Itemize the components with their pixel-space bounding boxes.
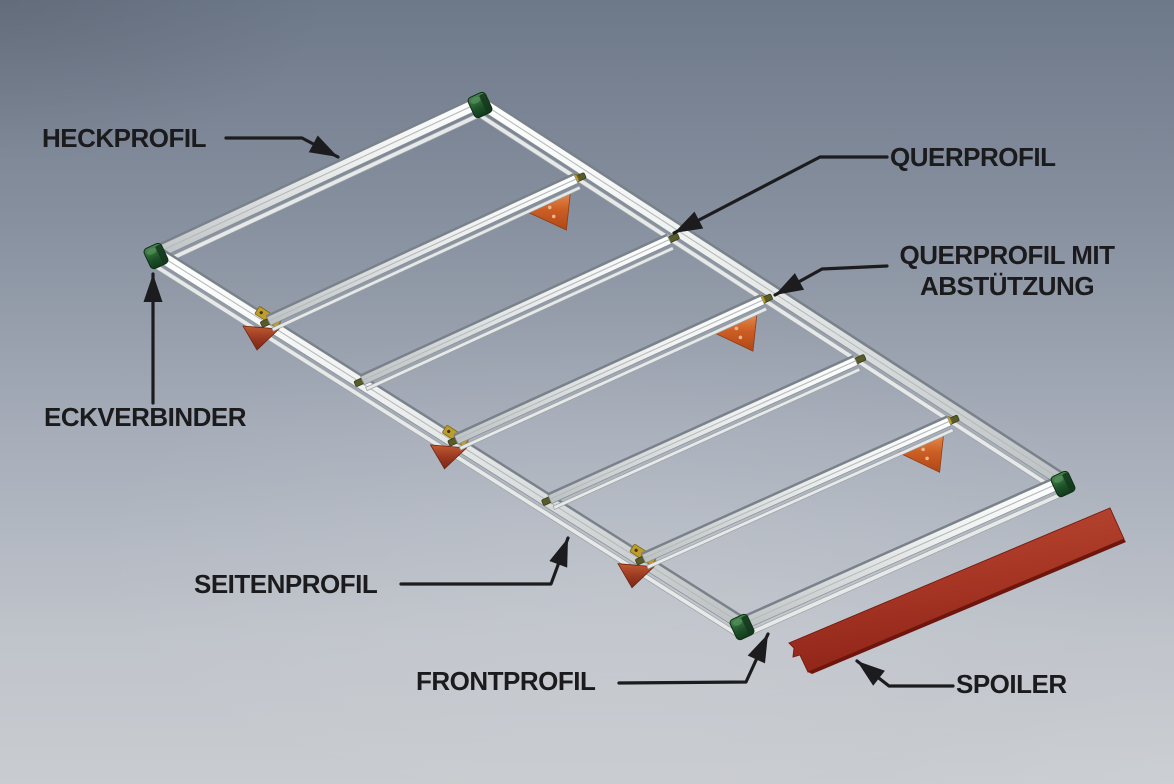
rail-bottom-edge: [359, 233, 668, 377]
leader-heckprofil: [224, 135, 340, 159]
leader-seitenprofil: [399, 536, 570, 586]
rail-bottom-edge: [547, 354, 854, 496]
rack-frame: [143, 91, 1126, 674]
label-heckprofil: HECKPROFIL: [42, 123, 207, 153]
arrowhead-icon: [747, 634, 768, 664]
connector-side-face: [1062, 472, 1075, 492]
leader-querprofil: [672, 155, 889, 235]
rail-bottom-edge: [151, 95, 477, 249]
rivet-dot: [921, 447, 925, 452]
frontprofil-rail: [737, 474, 1068, 638]
screw-dot: [634, 548, 638, 552]
querprofil-rail-2: [359, 233, 675, 392]
screw-dot: [447, 429, 451, 434]
rail-top-face: [646, 427, 955, 570]
rail-groove: [481, 102, 1065, 483]
leader-line: [399, 536, 570, 586]
connector-highlight: [146, 247, 157, 255]
label-frontprofil: FRONTPROFIL: [416, 666, 596, 696]
spoiler-bottom-edge: [808, 539, 1126, 674]
rivet-dot: [738, 335, 743, 340]
rail-top-face: [458, 306, 768, 451]
rail-groove: [268, 178, 577, 322]
arrowhead-icon: [143, 274, 163, 302]
roof-mount-bracket: [429, 444, 468, 470]
eckverbinder-block-rear-right: [467, 91, 493, 119]
eckverbinder-block-front-right: [1050, 470, 1076, 498]
leader-querprofil-mit: [773, 264, 889, 297]
roof-mount-bracket: [242, 325, 280, 351]
querprofil-rail-4: [547, 354, 861, 510]
label-seitenprofil: SEITENPROFIL: [194, 569, 378, 599]
rivet-dot: [734, 326, 739, 331]
connector-side-face: [155, 244, 168, 264]
arrowhead-icon: [775, 273, 805, 295]
rivet-dot: [547, 205, 552, 210]
roof-mount-bracket: [617, 563, 655, 589]
leader-line: [672, 155, 889, 235]
arrowhead-icon: [674, 211, 704, 233]
rail-bottom-edge: [484, 96, 1069, 478]
arrowhead-icon: [308, 135, 338, 157]
rail-groove: [455, 299, 763, 441]
connector-highlight: [1053, 475, 1064, 483]
leader-eckverbinder: [143, 272, 163, 405]
label-querprofil-mit-abstuetzung: QUERPROFIL MIT ABSTÜTZUNG: [862, 240, 1152, 302]
rail-groove: [154, 102, 480, 255]
rail-top-face: [365, 246, 675, 392]
rail-bottom-edge: [265, 173, 575, 318]
eckverbinder-block-rear-left: [143, 242, 169, 270]
querprofil-rail-3: [453, 294, 768, 451]
label-querprofil-mit-line2: ABSTÜTZUNG: [919, 271, 1095, 301]
querprofil-rail-1: [265, 173, 582, 332]
rail-groove: [362, 239, 670, 381]
rail-bottom-edge: [641, 415, 948, 555]
arrowhead-icon: [549, 538, 568, 568]
callout-leaders: [143, 135, 955, 688]
label-querprofil: QUERPROFIL: [890, 142, 1056, 172]
rail-groove: [549, 360, 857, 500]
leader-spoiler: [855, 659, 955, 688]
heckprofil-rail: [151, 95, 486, 267]
rail-bottom-edge: [737, 474, 1060, 620]
eckverbinder-block-front-left: [729, 613, 755, 641]
rail-bottom-edge: [453, 294, 761, 436]
connector-highlight: [732, 618, 743, 626]
label-querprofil-mit-line1: QUERPROFIL MIT: [899, 240, 1115, 270]
leader-frontprofil: [617, 632, 770, 685]
rivet-dot: [551, 214, 556, 219]
rail-groove: [740, 481, 1063, 626]
rail-groove: [643, 420, 950, 560]
connector-side-face: [741, 615, 754, 635]
connector-side-face: [479, 93, 492, 113]
connector-highlight: [470, 96, 481, 104]
screw-dot: [259, 311, 263, 315]
label-eckverbinder: ECKVERBINDER: [44, 402, 247, 432]
rivet-dot: [925, 456, 929, 461]
leader-line: [617, 632, 770, 685]
arrowhead-icon: [857, 661, 885, 686]
rail-top-face: [552, 367, 861, 510]
rail-top-face: [271, 185, 582, 332]
label-spoiler: SPOILER: [956, 669, 1067, 699]
querprofil-rail-5: [641, 415, 955, 570]
